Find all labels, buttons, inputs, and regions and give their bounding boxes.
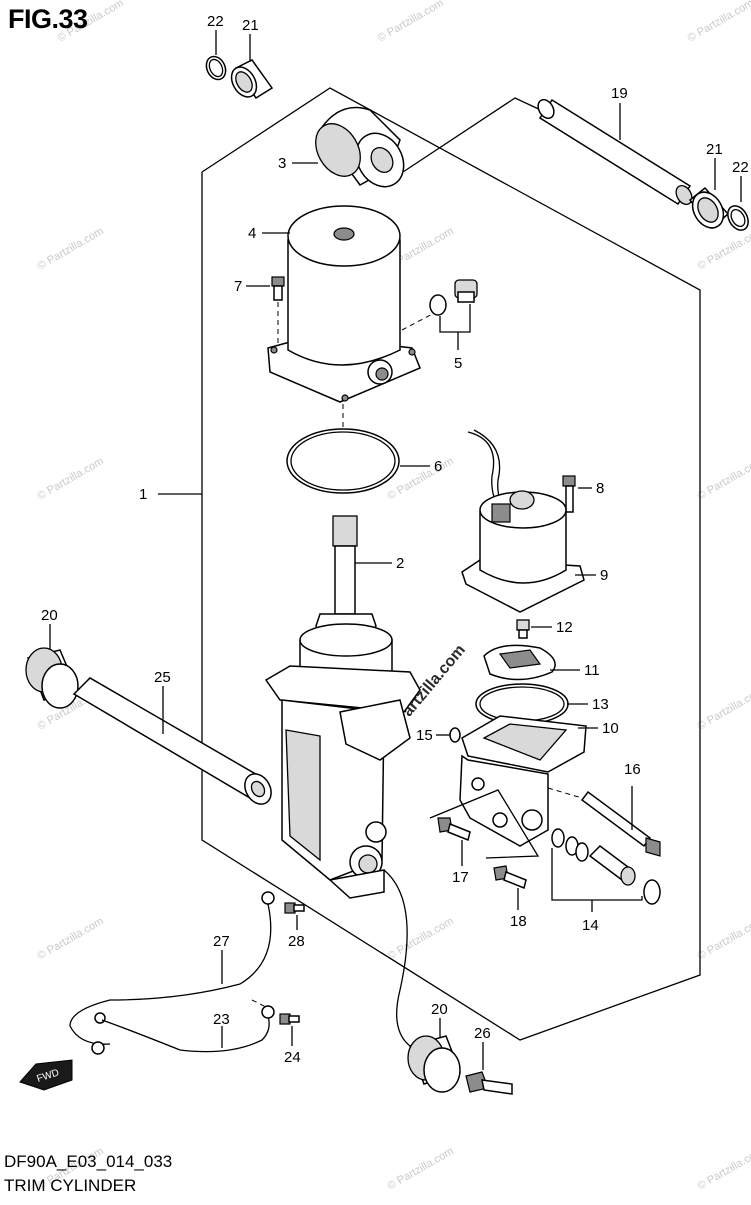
watermark: © Partzilla.com <box>696 1145 751 1192</box>
callout-25: 25 <box>154 669 171 686</box>
part-26-bolt <box>466 1072 512 1094</box>
part-21-bushing <box>226 60 272 101</box>
part-9-motor <box>462 430 584 612</box>
watermark: © Partzilla.com <box>36 225 106 272</box>
callout-24: 24 <box>284 1049 301 1066</box>
part-22-circlip <box>203 53 229 82</box>
watermark: © Partzilla.com <box>696 685 751 732</box>
callout-20: 20 <box>41 607 58 624</box>
callout-27: 27 <box>213 933 230 950</box>
part-10-manifold <box>460 716 586 846</box>
callout-12: 12 <box>556 619 573 636</box>
part-6-o-ring <box>287 429 399 493</box>
figure-code: DF90A_E03_014_033 <box>4 1152 172 1172</box>
callout-21: 21 <box>242 17 259 34</box>
callout-23: 23 <box>213 1011 230 1028</box>
watermark: © Partzilla.com <box>36 455 106 502</box>
callout-26: 26 <box>474 1025 491 1042</box>
callout-9: 9 <box>600 567 608 584</box>
callout-14: 14 <box>582 917 599 934</box>
callout-8: 8 <box>596 480 604 497</box>
watermark: © Partzilla.com <box>696 225 751 272</box>
callout-6: 6 <box>434 458 442 475</box>
part-23-ground-wire <box>92 1006 274 1054</box>
cylinder-body <box>266 624 420 898</box>
callout-28: 28 <box>288 933 305 950</box>
figure-name: TRIM CYLINDER <box>4 1176 136 1196</box>
callout-22-right: 22 <box>732 159 749 176</box>
part-11-valve-plate <box>484 645 555 679</box>
fwd-arrow-icon: FWD <box>20 1060 72 1090</box>
callout-10: 10 <box>602 720 619 737</box>
part-24-screw <box>280 1014 299 1024</box>
callout-20-bottom: 20 <box>431 1001 448 1018</box>
part-4-cylinder-cap <box>268 206 420 402</box>
part-22-circlip-right <box>724 202 751 234</box>
callout-21-right: 21 <box>706 141 723 158</box>
part-19-pin <box>535 97 695 207</box>
callout-2: 2 <box>396 555 404 572</box>
part-27-ground-wire <box>70 892 274 1044</box>
part-25-pin <box>74 678 276 809</box>
watermark: © Partzilla.com <box>686 0 751 45</box>
callout-22: 22 <box>207 13 224 30</box>
watermark: © Partzilla.com <box>696 455 751 502</box>
watermark: © Partzilla.com <box>36 915 106 962</box>
figure-title: FIG.33 <box>8 4 88 35</box>
callout-1: 1 <box>139 486 147 503</box>
part-3-collar <box>307 108 413 196</box>
callout-5: 5 <box>454 355 462 372</box>
callout-4: 4 <box>248 225 256 242</box>
part-17-bolt <box>438 818 470 840</box>
callout-3: 3 <box>278 155 286 172</box>
callout-11: 11 <box>584 662 600 679</box>
callout-19: 19 <box>611 85 628 102</box>
part-18-bolt <box>494 866 526 888</box>
part-16-bolt <box>582 792 660 856</box>
watermark: © Partzilla.com <box>386 1145 456 1192</box>
watermark: © Partzilla.com <box>386 915 456 962</box>
part-20-bushing <box>26 648 78 708</box>
shaft-path <box>403 98 545 172</box>
part-2-piston-rod <box>316 516 376 640</box>
watermark: © Partzilla.com <box>696 915 751 962</box>
part-15-o-ring <box>450 728 460 742</box>
part-21-bushing-right <box>686 187 729 234</box>
callout-18: 18 <box>510 913 527 930</box>
callout-17: 17 <box>452 869 469 886</box>
callout-16: 16 <box>624 761 641 778</box>
callout-7: 7 <box>234 278 242 295</box>
part-7-screw <box>272 277 284 300</box>
part-20-bushing-bottom <box>408 1036 460 1092</box>
dash-16 <box>548 788 582 798</box>
part-12-fitting <box>517 620 529 638</box>
callout-13: 13 <box>592 696 609 713</box>
callout-15: 15 <box>416 727 433 744</box>
watermark: © Partzilla.com <box>376 0 446 45</box>
part-28-screw <box>285 903 304 913</box>
